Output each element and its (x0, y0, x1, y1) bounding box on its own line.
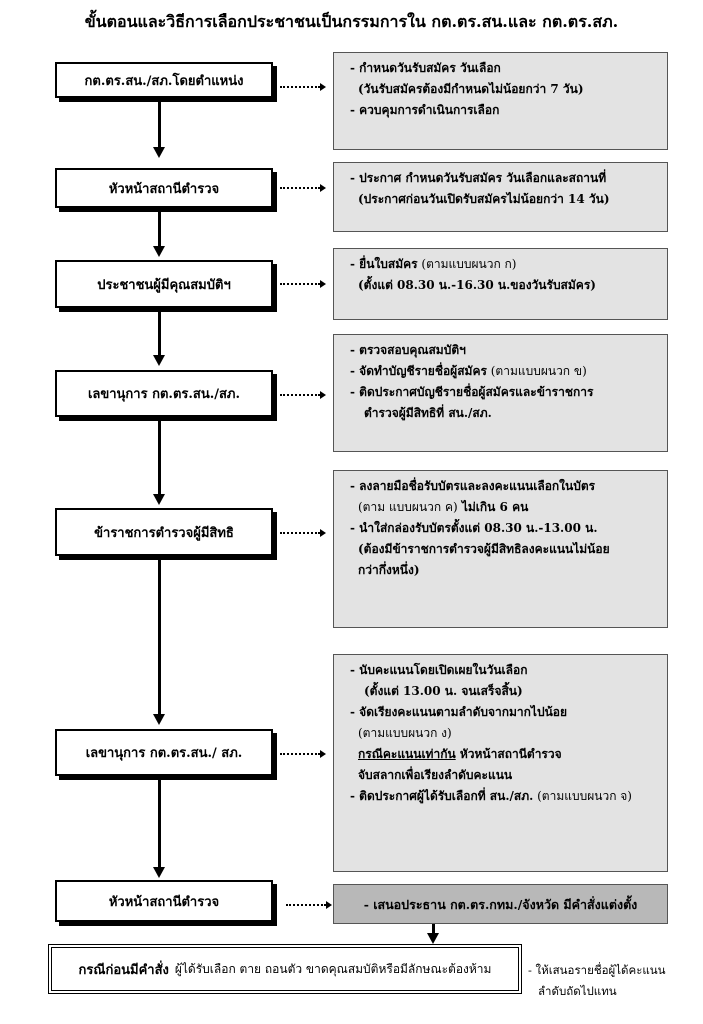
note-line: - ติดประกาศผู้ได้รับเลือกที่ สน./สภ. (ตา… (350, 789, 632, 803)
step-box-3: ประชาชนผู้มีคุณสมบัติฯ (55, 260, 273, 308)
note-line: จับสลากเพื่อเรียงลำดับคะแนน (358, 768, 513, 782)
note-line: - กำหนดวันรับสมัคร วันเลือก (350, 61, 501, 75)
note-line: (ตั้งแต่ 13.00 น. จนเสร็จสิ้น) (364, 684, 523, 698)
dotted-arrow-4 (280, 394, 320, 396)
step-label: เลขานุการ กต.ตร.สน./สภ. (87, 387, 241, 402)
step-box-4: เลขานุการ กต.ตร.สน./สภ. (55, 370, 273, 417)
dotted-arrow-7 (286, 904, 326, 906)
arrow-right-icon (320, 280, 326, 288)
arrow-down-icon (153, 714, 165, 725)
step-box-2: หัวหน้าสถานีตำรวจ (55, 168, 273, 208)
note-line: (ประกาศก่อนวันเปิดรับสมัครไม่น้อยกว่า 14… (358, 192, 610, 206)
step-label: หัวหน้าสถานีตำรวจ (108, 181, 220, 197)
final-case-text: ผู้ได้รับเลือก ตาย ถอนตัว ขาดคุณสมบัติหร… (174, 961, 492, 976)
step-label: เลขานุการ กต.ตร.สน./ สภ. (85, 746, 243, 761)
note-line: - จัดเรียงคะแนนตามลำดับจากมากไปน้อย (350, 705, 568, 719)
note-box-3: - ยื่นใบสมัคร (ตามแบบผนวก ก) (ตั้งแต่ 08… (333, 248, 668, 320)
arrow-right-icon (326, 901, 332, 909)
arrow-down-icon (427, 933, 439, 944)
arrow-right-icon (320, 529, 326, 537)
dotted-arrow-3 (280, 283, 320, 285)
note-box-5: - ลงลายมือชื่อรับบัตรและลงคะแนนเลือกในบั… (333, 470, 668, 628)
arrow-right-icon (320, 83, 326, 91)
note-line: - ยื่นใบสมัคร (ตามแบบผนวก ก) (350, 257, 517, 271)
side-note: - ให้เสนอรายชื่อผู้ได้คะแนน ลำดับถัดไปแท… (528, 960, 700, 1002)
note-line: - ตรวจสอบคุณสมบัติฯ (350, 343, 466, 357)
note-line: กว่ากึ่งหนึ่ง) (358, 563, 420, 577)
step-label: หัวหน้าสถานีตำรวจ (108, 894, 220, 910)
note-line: (ตามแบบผนวก ง) (358, 726, 452, 740)
connector-to-final (432, 924, 435, 934)
step-box-6: เลขานุการ กต.ตร.สน./ สภ. (55, 729, 273, 776)
step-box-5: ข้าราชการตำรวจผู้มีสิทธิ (55, 508, 273, 556)
arrow-down-icon (153, 147, 165, 158)
final-case-bold: กรณีก่อนมีคำสั่ง (78, 962, 169, 978)
arrow-down-icon (153, 494, 165, 505)
note-line: - ติดประกาศบัญชีรายชื่อผู้สมัครและข้าราช… (350, 385, 594, 399)
note-line: - เสนอประธาน กต.ตร.กทม./จังหวัด มีคำสั่ง… (363, 896, 638, 912)
step-label: กต.ตร.สน./สภ.โดยตำแหน่ง (84, 73, 244, 89)
final-case-box: กรณีก่อนมีคำสั่ง ผู้ได้รับเลือก ตาย ถอนต… (48, 944, 522, 994)
note-line: (ต้องมีข้าราชการตำรวจผู้มีสิทธิลงคะแนนไม… (358, 542, 610, 556)
arrow-right-icon (320, 391, 326, 399)
page-title: ขั้นตอนและวิธีการเลือกประชาชนเป็นกรรมการ… (84, 12, 619, 31)
connector-1-2 (158, 96, 161, 148)
arrow-down-icon (153, 867, 165, 878)
arrow-down-icon (153, 355, 165, 366)
connector-2-3 (158, 206, 161, 248)
note-line: - ประกาศ กำหนดวันรับสมัคร วันเลือกและสถา… (350, 171, 607, 185)
arrow-right-icon (320, 750, 326, 758)
connector-3-4 (158, 306, 161, 356)
note-line: กรณีคะแนนเท่ากัน หัวหน้าสถานีตำรวจ (358, 747, 562, 761)
side-note-line: ลำดับถัดไปแทน (538, 984, 617, 998)
note-line: - นำใส่กล่องรับบัตรตั้งแต่ 08.30 น.-13.0… (350, 521, 598, 535)
dotted-arrow-1 (280, 86, 320, 88)
note-line: ตำรวจผู้มีสิทธิที่ สน./สภ. (364, 406, 492, 420)
step-box-1: กต.ตร.สน./สภ.โดยตำแหน่ง (55, 62, 273, 98)
note-line: (วันรับสมัครต้องมีกำหนดไม่น้อยกว่า 7 วัน… (358, 82, 584, 96)
note-line: - นับคะแนนโดยเปิดเผยในวันเลือก (350, 663, 528, 677)
note-line: (ตาม แบบผนวก ค) ไม่เกิน 6 คน (358, 500, 529, 514)
note-box-1: - กำหนดวันรับสมัคร วันเลือก (วันรับสมัคร… (333, 52, 668, 150)
note-box-4: - ตรวจสอบคุณสมบัติฯ - จัดทำบัญชีรายชื่อผ… (333, 334, 668, 452)
step-label: ข้าราชการตำรวจผู้มีสิทธิ (94, 525, 234, 541)
side-note-line: - ให้เสนอรายชื่อผู้ได้คะแนน (528, 963, 666, 977)
note-line: (ตั้งแต่ 08.30 น.-16.30 น.ของวันรับสมัคร… (358, 278, 596, 292)
step-label: ประชาชนผู้มีคุณสมบัติฯ (97, 277, 231, 293)
note-box-7: - เสนอประธาน กต.ตร.กทม./จังหวัด มีคำสั่ง… (333, 884, 668, 924)
connector-6-7 (158, 774, 161, 868)
note-line: - ควบคุมการดำเนินการเลือก (350, 103, 500, 117)
note-line: - ลงลายมือชื่อรับบัตรและลงคะแนนเลือกในบั… (350, 479, 596, 493)
arrow-right-icon (320, 184, 326, 192)
dotted-arrow-2 (280, 187, 320, 189)
dotted-arrow-6 (280, 753, 320, 755)
step-box-7: หัวหน้าสถานีตำรวจ (55, 880, 273, 922)
note-box-2: - ประกาศ กำหนดวันรับสมัคร วันเลือกและสถา… (333, 162, 668, 232)
connector-5-6 (158, 554, 161, 715)
note-box-6: - นับคะแนนโดยเปิดเผยในวันเลือก (ตั้งแต่ … (333, 654, 668, 872)
connector-4-5 (158, 415, 161, 495)
arrow-down-icon (153, 246, 165, 257)
dotted-arrow-5 (280, 532, 320, 534)
note-line: - จัดทำบัญชีรายชื่อผู้สมัคร (ตามแบบผนวก … (350, 364, 587, 378)
